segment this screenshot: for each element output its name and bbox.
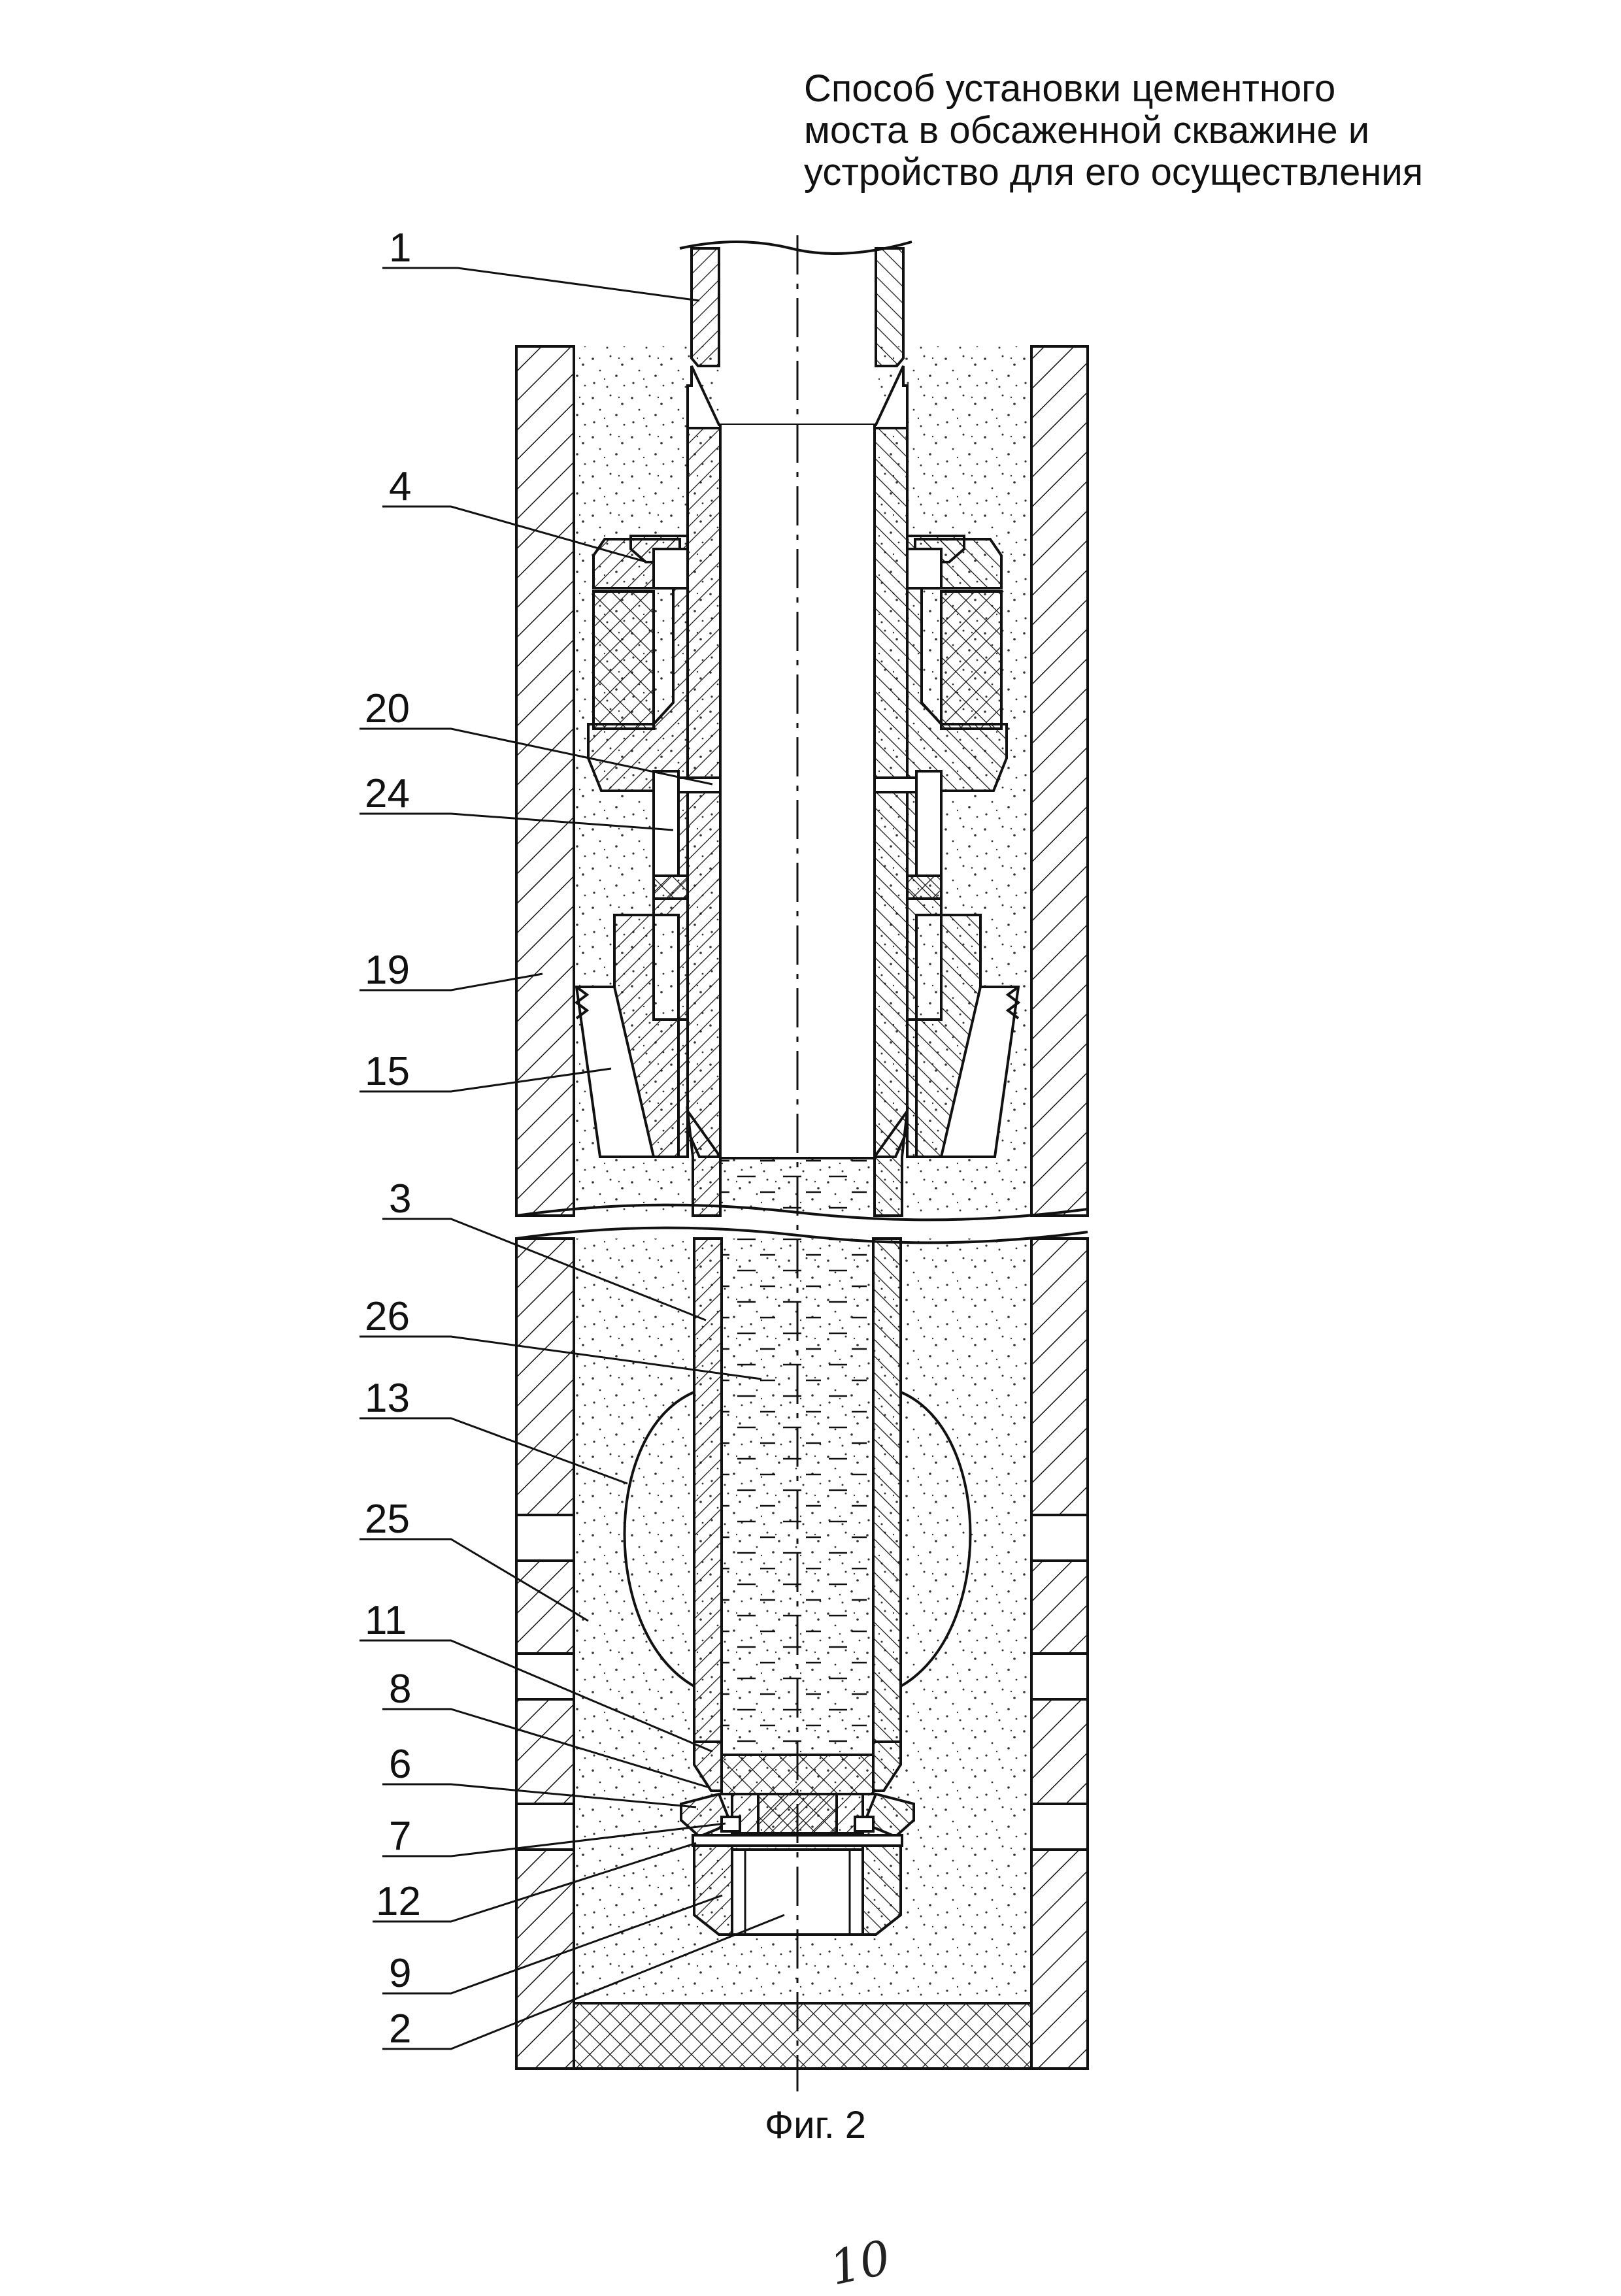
sealing-element-right [941,591,1001,729]
piston-24-left [654,771,678,876]
perforation-right-2 [1031,1654,1088,1699]
tubing-wall-right [873,1239,901,1742]
label-24: 24 [365,771,410,816]
figure-caption: Фиг. 2 [765,2103,866,2147]
pin-7-right [855,1817,873,1831]
bottom-bridge-plug [574,2003,1031,2069]
label-2: 2 [389,2006,411,2052]
label-8: 8 [389,1667,411,1712]
drill-pipe-wall-left-top [692,248,719,366]
label-25: 25 [365,1497,410,1542]
label-4: 4 [389,464,411,509]
label-7: 7 [389,1814,411,1859]
label-6: 6 [389,1742,411,1787]
label-11: 11 [365,1598,407,1643]
casing-left-wall-upper [516,346,574,1216]
piston-seal-right [907,876,941,899]
label-15: 15 [365,1049,410,1094]
perforation-left-1 [516,1515,574,1561]
label-3: 3 [389,1176,411,1222]
label-19: 19 [365,948,410,993]
upper-section [516,242,1088,1220]
label-26: 26 [365,1294,410,1339]
label-1: 1 [389,225,411,271]
lower-section [516,1228,1088,2069]
perforation-right-3 [1031,1804,1088,1850]
port-20-left [678,778,720,792]
perforation-right-1 [1031,1515,1088,1561]
label-20: 20 [365,686,410,731]
drill-pipe-wall-right-top [876,248,903,366]
perforation-left-2 [516,1654,574,1699]
label-12: 12 [376,1879,421,1924]
port-20-right [875,778,916,792]
tubing-wall-left [694,1239,722,1742]
label-9: 9 [389,1951,411,1996]
packer-cap-left-notch [654,549,688,588]
leader-1 [382,268,699,301]
label-13: 13 [365,1376,410,1421]
packer-cap-right-notch [907,549,941,588]
piston-24-right [916,771,941,876]
casing-right-wall-upper [1031,346,1088,1216]
sealing-element-left [593,591,654,729]
piston-seal-left [654,876,688,899]
